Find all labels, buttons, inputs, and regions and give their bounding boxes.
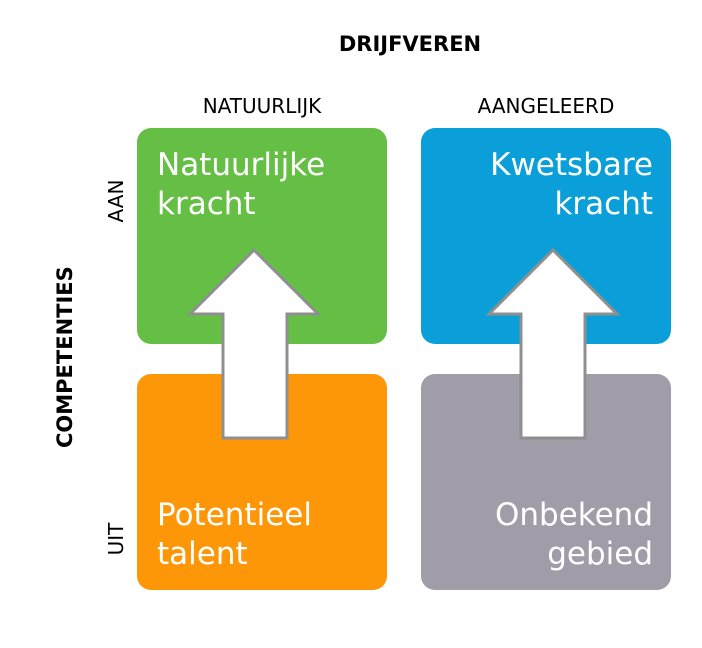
quadrant-label: Onbekend gebied bbox=[495, 496, 653, 574]
label-line: talent bbox=[157, 536, 248, 572]
title-drijfveren: DRIJFVEREN bbox=[338, 32, 482, 56]
label-line: kracht bbox=[157, 186, 256, 222]
label-line: Onbekend bbox=[494, 497, 653, 533]
quadrant-label: Potentieel talent bbox=[157, 496, 312, 574]
label-line: Natuurlijke bbox=[157, 147, 326, 183]
column-header-natuurlijk: NATUURLIJK bbox=[202, 94, 322, 118]
quadrant-natuurlijke-kracht: Natuurlijke kracht bbox=[137, 128, 387, 344]
arrow-up-icon bbox=[485, 247, 621, 440]
label-line: gebied bbox=[547, 536, 653, 572]
label-line: Potentieel bbox=[157, 497, 312, 533]
arrow-up-icon bbox=[186, 247, 322, 440]
label-line: kracht bbox=[554, 186, 653, 222]
column-header-aangeleerd: AANGELEERD bbox=[477, 94, 615, 118]
quadrant-label: Kwetsbare kracht bbox=[490, 146, 653, 224]
quadrant-kwetsbare-kracht: Kwetsbare kracht bbox=[421, 128, 671, 344]
quadrant-label: Natuurlijke kracht bbox=[157, 146, 325, 224]
label-line: Kwetsbare bbox=[490, 147, 653, 183]
